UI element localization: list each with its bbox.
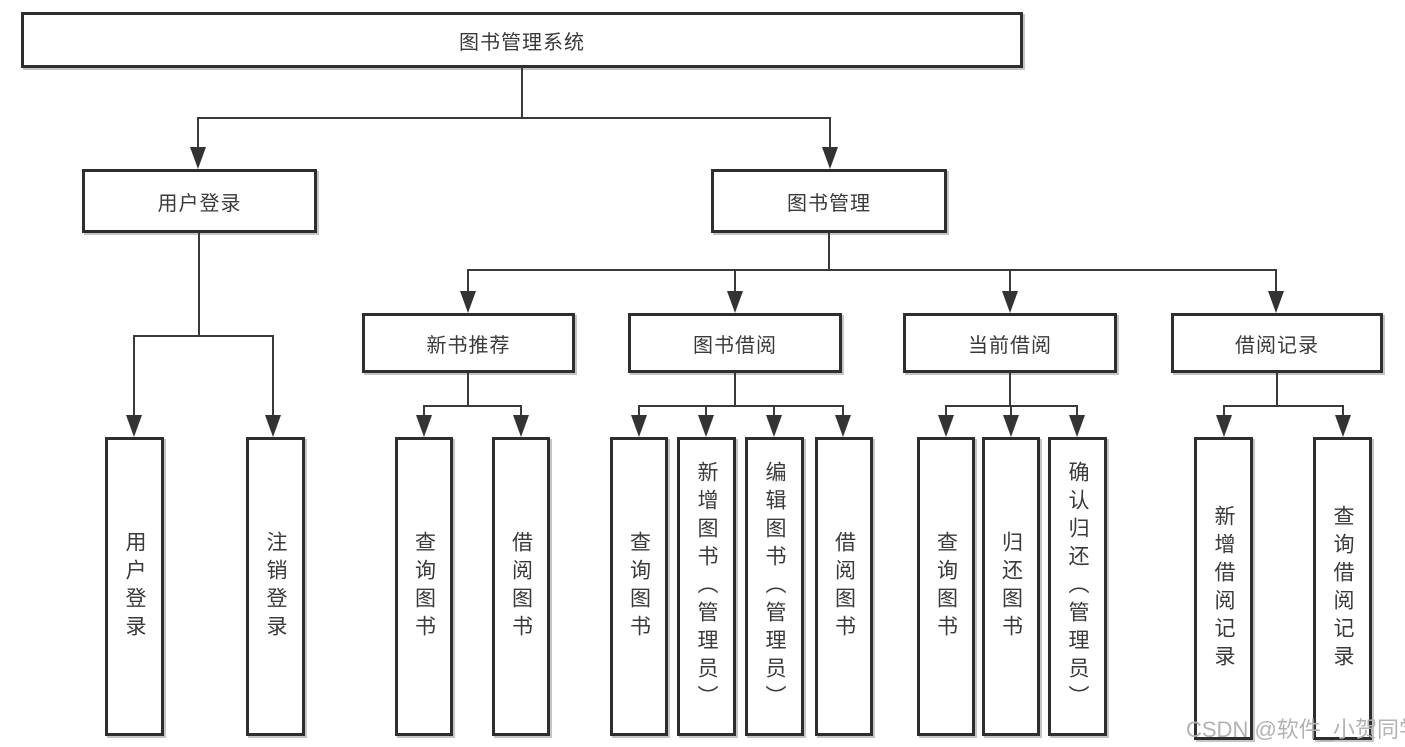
connector-line: [272, 335, 274, 417]
leaf-confirm-return-admin-label: 确认归还（管理员）: [1066, 460, 1089, 713]
node-borrow-records-label: 借阅记录: [1235, 334, 1319, 357]
leaf-query-books-current: 查询图书: [917, 437, 975, 736]
connector-line: [1342, 405, 1344, 417]
arrow-down-icon: [265, 415, 281, 437]
connector-line: [1009, 269, 1011, 293]
connector-line: [705, 405, 707, 417]
leaf-user-login-label: 用户登录: [123, 530, 146, 643]
leaf-borrow-books-recommend: 借阅图书: [492, 437, 550, 736]
connector-line: [734, 269, 736, 293]
node-borrow-records: 借阅记录: [1171, 313, 1383, 373]
connector-line: [1076, 405, 1078, 417]
node-root: 图书管理系统: [21, 12, 1023, 68]
connector-line: [133, 335, 135, 417]
connector-line: [520, 405, 522, 417]
leaf-query-books-borrow: 查询图书: [610, 437, 668, 736]
arrow-down-icon: [835, 415, 851, 437]
connector-line: [1276, 373, 1278, 407]
arrow-down-icon: [513, 415, 529, 437]
connector-line: [945, 405, 947, 417]
connector-line: [197, 117, 831, 119]
leaf-query-books-current-label: 查询图书: [934, 530, 958, 643]
leaf-logout-label: 注销登录: [264, 530, 287, 643]
connector-line: [638, 405, 844, 407]
arrow-down-icon: [698, 415, 714, 437]
arrow-down-icon: [1268, 291, 1284, 313]
node-new-book-recommend-label: 新书推荐: [426, 334, 511, 357]
leaf-add-books-admin-label: 新增图书（管理员）: [695, 460, 718, 713]
connector-line: [734, 373, 736, 407]
leaf-query-books-recommend: 查询图书: [395, 437, 453, 736]
leaf-query-books-borrow-label: 查询图书: [627, 530, 651, 643]
leaf-edit-books-admin: 编辑图书（管理员）: [745, 437, 804, 736]
arrow-down-icon: [938, 415, 954, 437]
connector-line: [423, 405, 522, 407]
arrow-down-icon: [1069, 415, 1085, 437]
connector-line: [467, 269, 1277, 271]
node-book-borrow-label: 图书借阅: [693, 334, 777, 357]
leaf-borrow-books-borrow: 借阅图书: [815, 437, 873, 736]
connector-line: [638, 405, 640, 417]
leaf-borrow-books-recommend-label: 借阅图书: [509, 530, 533, 643]
arrow-down-icon: [766, 415, 782, 437]
leaf-borrow-books-borrow-label: 借阅图书: [832, 530, 856, 643]
connector-line: [1009, 373, 1011, 407]
node-book-management: 图书管理: [711, 169, 947, 233]
node-user-login: 用户登录: [82, 169, 317, 233]
node-user-login-label: 用户登录: [157, 192, 242, 215]
leaf-confirm-return-admin: 确认归还（管理员）: [1048, 437, 1107, 736]
leaf-return-books: 归还图书: [982, 437, 1040, 736]
connector-line: [842, 405, 844, 417]
node-current-borrow: 当前借阅: [903, 313, 1117, 373]
arrow-down-icon: [1216, 415, 1232, 437]
arrow-down-icon: [126, 415, 142, 437]
connector-line: [198, 233, 200, 337]
connector-line: [521, 68, 523, 118]
leaf-user-login: 用户登录: [105, 437, 164, 736]
arrow-down-icon: [460, 291, 476, 313]
leaf-edit-books-admin-label: 编辑图书（管理员）: [763, 460, 786, 713]
connector-line: [1223, 405, 1343, 407]
leaf-query-borrow-record: 查询借阅记录: [1313, 437, 1372, 740]
connector-line: [133, 335, 274, 337]
connector-line: [828, 233, 830, 271]
connector-line: [423, 405, 425, 417]
connector-line: [467, 269, 469, 293]
connector-line: [1010, 405, 1012, 417]
connector-line: [467, 373, 469, 407]
connector-line: [1275, 269, 1277, 293]
arrow-down-icon: [631, 415, 647, 437]
connector-line: [829, 117, 831, 150]
connector-line: [1223, 405, 1225, 417]
leaf-query-borrow-record-label: 查询借阅记录: [1331, 504, 1354, 673]
csdn-watermark: CSDN @软件_小贺同学: [1186, 717, 1405, 742]
connector-line: [197, 117, 199, 150]
arrow-down-icon: [1003, 415, 1019, 437]
leaf-query-books-recommend-label: 查询图书: [412, 530, 436, 643]
node-current-borrow-label: 当前借阅: [968, 334, 1052, 357]
leaf-return-books-label: 归还图书: [999, 530, 1023, 643]
arrow-down-icon: [190, 147, 206, 169]
node-book-management-label: 图书管理: [787, 192, 871, 215]
arrow-down-icon: [727, 291, 743, 313]
arrow-down-icon: [1002, 291, 1018, 313]
arrow-down-icon: [822, 147, 838, 169]
node-root-label: 图书管理系统: [459, 31, 585, 54]
leaf-logout: 注销登录: [246, 437, 305, 736]
leaf-add-borrow-record: 新增借阅记录: [1194, 437, 1253, 740]
arrow-down-icon: [416, 415, 432, 437]
connector-line: [773, 405, 775, 417]
leaf-add-borrow-record-label: 新增借阅记录: [1212, 504, 1235, 673]
arrow-down-icon: [1335, 415, 1351, 437]
leaf-add-books-admin: 新增图书（管理员）: [677, 437, 736, 736]
node-book-borrow: 图书借阅: [628, 313, 842, 373]
node-new-book-recommend: 新书推荐: [362, 313, 575, 373]
